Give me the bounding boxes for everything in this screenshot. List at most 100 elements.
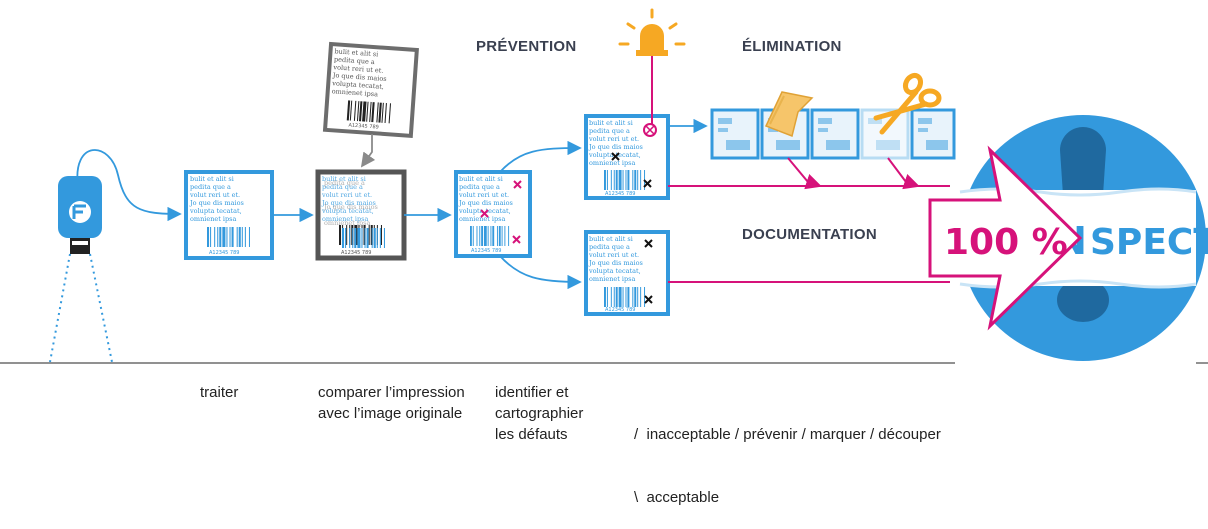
barcode-bar bbox=[364, 228, 366, 248]
heading-prevention: PRÉVENTION bbox=[476, 38, 577, 55]
label-text-line: omnienet ipsa bbox=[190, 215, 236, 223]
alarm-light-icon bbox=[618, 8, 686, 124]
barcode-bar bbox=[357, 228, 361, 248]
barcode-bar bbox=[613, 170, 615, 190]
barcode-bar bbox=[368, 225, 370, 245]
label-text-line: bulit et alit si bbox=[190, 175, 234, 183]
barcode-bar bbox=[476, 226, 478, 246]
label-text-line: bulit et alit si bbox=[459, 175, 503, 183]
scissors-icon bbox=[873, 72, 942, 135]
barcode-bar bbox=[229, 227, 231, 247]
barcode-bar bbox=[604, 287, 606, 307]
step-compare: comparer l’impression avec l’image origi… bbox=[318, 382, 465, 424]
label-text-line: omnienet ipsa bbox=[322, 215, 368, 223]
barcode-bar bbox=[241, 227, 243, 247]
barcode-bar bbox=[481, 226, 484, 246]
inspected-badge: IN SPECTÉ bbox=[959, 115, 1208, 361]
label-text-line: volut reri ut et. bbox=[321, 191, 372, 199]
barcode-number: A12345 789 bbox=[348, 122, 379, 130]
tape-icon bbox=[764, 91, 814, 138]
barcode-bar bbox=[359, 101, 363, 122]
barcode-number: A12345 789 bbox=[341, 250, 371, 256]
label-text-line: Jo que dis maios bbox=[189, 199, 244, 207]
step-outcome-line1: / inacceptable / prévenir / marquer / dé… bbox=[634, 426, 941, 443]
label-text-line: volut reri ut et. bbox=[458, 191, 509, 199]
label-text-line: pedita que a bbox=[190, 183, 231, 191]
step-identify-line2: cartographier bbox=[495, 405, 584, 422]
barcode-number: A12345 789 bbox=[605, 191, 635, 197]
barcode-bar bbox=[379, 228, 381, 248]
barcode-bar bbox=[244, 227, 246, 247]
barcode-bar bbox=[632, 170, 634, 190]
barcode-bar bbox=[637, 170, 639, 190]
barcode bbox=[342, 228, 385, 248]
barcode-number: A12345 789 bbox=[605, 307, 635, 313]
barcode-bar bbox=[346, 225, 348, 245]
label-text-line: pedita que a bbox=[459, 183, 500, 191]
barcode-number: A12345 789 bbox=[471, 248, 501, 254]
barcode-bar bbox=[339, 225, 342, 245]
barcode-bar bbox=[618, 170, 622, 190]
barcode-bar bbox=[349, 228, 351, 248]
label-text-line: Jo que dis maios bbox=[321, 199, 376, 207]
step-process: traiter bbox=[200, 384, 239, 401]
barcode-bar bbox=[214, 227, 216, 247]
barcode-bar bbox=[383, 228, 385, 248]
barcode-bar bbox=[345, 228, 347, 248]
barcode-bar bbox=[487, 226, 489, 246]
label-text-line: Jo que dis maios bbox=[332, 71, 387, 83]
label-text-line: volupta tecatat, bbox=[588, 267, 641, 275]
barcode-bar bbox=[356, 101, 360, 122]
barcode-bar bbox=[361, 228, 363, 248]
barcode-bar bbox=[618, 287, 622, 307]
barcode-bar bbox=[470, 226, 472, 246]
barcode-bar bbox=[371, 228, 373, 248]
barcode bbox=[470, 226, 510, 246]
barcode-bar bbox=[210, 227, 212, 247]
barcode-bar bbox=[217, 227, 219, 247]
heading-documentation: DOCUMENTATION bbox=[742, 226, 877, 243]
barcode-bar bbox=[222, 227, 226, 247]
elimination-strip bbox=[710, 108, 956, 190]
defect-marks bbox=[480, 180, 522, 244]
barcode-bar bbox=[376, 102, 379, 123]
barcode-bar bbox=[622, 287, 624, 307]
barcode-bar bbox=[637, 287, 639, 307]
barcode-bar bbox=[353, 100, 357, 121]
label-text-line: bulit et alit si bbox=[334, 47, 378, 58]
barcode-bar bbox=[354, 228, 357, 248]
barcode-bar bbox=[508, 226, 510, 246]
barcode-bar bbox=[606, 170, 608, 190]
barcode-bar bbox=[492, 226, 495, 246]
barcode-bar bbox=[496, 226, 498, 246]
barcode-bar bbox=[472, 226, 474, 246]
step-outcome: / inacceptable / prévenir / marquer / dé… bbox=[634, 382, 941, 529]
barcode-bar bbox=[366, 101, 369, 122]
barcode-bar bbox=[615, 170, 618, 190]
label-text-line: bulit et alit si bbox=[589, 235, 633, 243]
barcode-bar bbox=[634, 287, 637, 307]
label-text-line: pedita que a bbox=[589, 127, 630, 135]
barcode-bar bbox=[644, 287, 646, 307]
label-text-line: Jo que dis maios bbox=[458, 199, 513, 207]
label-text-line: bulit et alit si bbox=[322, 175, 366, 183]
label-text-line: omnienet ipsa bbox=[459, 215, 505, 223]
barcode-bar bbox=[498, 226, 501, 246]
barcode-bar bbox=[248, 227, 250, 247]
barcode-bar bbox=[371, 102, 375, 123]
barcode-bar bbox=[373, 228, 376, 248]
barcode-bar bbox=[625, 287, 627, 307]
barcode-bar bbox=[501, 226, 503, 246]
barcode-bar bbox=[378, 102, 382, 123]
label-text-line: pedita que a bbox=[322, 183, 363, 191]
barcode-bar bbox=[640, 170, 642, 190]
barcode-bar bbox=[342, 228, 345, 248]
barcode-bar bbox=[632, 287, 634, 307]
barcode bbox=[346, 100, 392, 124]
label-text-line: volut reri ut et. bbox=[332, 63, 384, 75]
label-text-line: omnienet ipsa bbox=[324, 219, 370, 227]
step-identify-line1: identifier et bbox=[495, 384, 569, 401]
barcode bbox=[604, 287, 646, 307]
